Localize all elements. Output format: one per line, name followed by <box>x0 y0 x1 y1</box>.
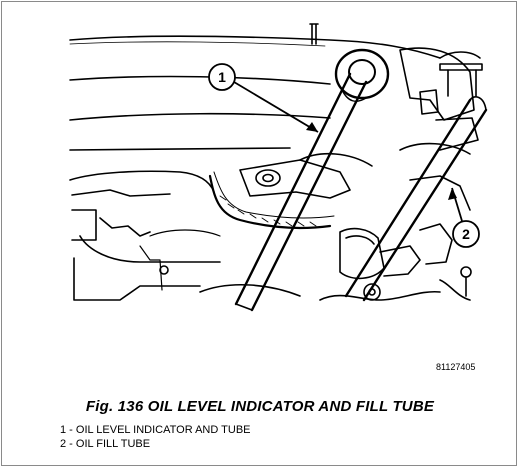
dipstick-handle <box>334 48 390 100</box>
legend-item-1: 1 - OIL LEVEL INDICATOR AND TUBE <box>60 424 251 436</box>
oil-fill-tube <box>344 98 472 298</box>
oil-level-indicator-tube <box>234 72 352 306</box>
callout-1-number: 1 <box>218 69 226 85</box>
figure-legend: 1 - OIL LEVEL INDICATOR AND TUBE 2 - OIL… <box>60 423 251 451</box>
figure-caption: Fig. 136 OIL LEVEL INDICATOR AND FILL TU… <box>85 398 435 415</box>
hood-edge <box>69 35 441 59</box>
callout-2: 2 <box>448 187 480 248</box>
legend-item-2: 2 - OIL FILL TUBE <box>60 438 151 450</box>
callout-1: 1 <box>208 63 319 133</box>
callout-2-number: 2 <box>462 226 470 242</box>
engine-illustration: 1 2 <box>69 23 488 312</box>
figure-id-code: 81127405 <box>436 362 476 372</box>
